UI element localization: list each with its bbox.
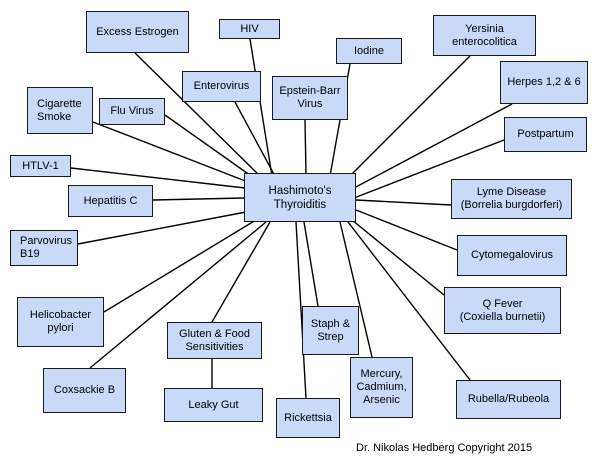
- node-postpartum: Postpartum: [504, 117, 587, 152]
- connector-mercury: [339, 221, 373, 358]
- node-lyme-disease: Lyme Disease (Borrelia burgdorferi): [451, 179, 572, 219]
- node-parvovirus: Parvovirus B19: [10, 230, 78, 266]
- connector-staph-strep: [303, 221, 319, 307]
- connector-cigarette-smoke: [92, 121, 249, 183]
- node-rubella: Rubella/Rubeola: [456, 380, 561, 419]
- connector-parvovirus: [77, 211, 247, 245]
- connector-lyme-disease: [355, 199, 452, 206]
- connector-cytomegalovirus: [355, 209, 458, 251]
- node-rickettsia: Rickettsia: [276, 398, 340, 438]
- connector-rubella: [347, 221, 471, 381]
- node-hepatitis-c: Hepatitis C: [68, 185, 153, 217]
- node-staph-strep: Staph & Strep: [302, 306, 359, 355]
- node-yersinia: Yersinia enterocolitica: [433, 15, 536, 56]
- node-iodine: Iodine: [336, 38, 402, 64]
- connector-flu-virus: [164, 114, 255, 179]
- connector-q-fever: [351, 219, 445, 296]
- copyright-credit: Dr. Nikolas Hedberg Copyright 2015: [356, 442, 533, 454]
- node-htlv-1: HTLV-1: [10, 155, 71, 177]
- node-hiv: HIV: [219, 19, 280, 39]
- node-enterovirus: Enterovirus: [182, 71, 261, 102]
- connector-excess-estrogen: [134, 52, 263, 179]
- node-flu-virus: Flu Virus: [99, 98, 165, 125]
- connector-gluten: [211, 221, 271, 323]
- connector-rickettsia: [295, 221, 307, 399]
- center-node: Hashimoto's Thyroiditis: [244, 173, 356, 222]
- connector-coxsackie: [89, 221, 267, 369]
- node-mercury: Mercury, Cadmium, Arsenic: [350, 357, 413, 418]
- connector-hepatitis-c: [152, 197, 245, 201]
- node-q-fever: Q Fever (Coxiella burnetii): [444, 287, 561, 334]
- node-gluten: Gluten & Food Sensitivities: [167, 322, 262, 359]
- node-herpes: Herpes 1,2 & 6: [500, 61, 588, 104]
- node-excess-estrogen: Excess Estrogen: [86, 11, 189, 53]
- node-coxsackie: Coxsackie B: [43, 368, 126, 413]
- connector-helicobacter: [103, 219, 257, 313]
- connector-yersinia: [347, 55, 471, 179]
- connector-htlv-1: [70, 167, 246, 189]
- node-cytomegalovirus: Cytomegalovirus: [457, 235, 567, 276]
- node-cigarette-smoke: Cigarette Smoke: [27, 87, 93, 134]
- connector-hiv: [249, 38, 273, 177]
- connector-postpartum: [353, 139, 505, 199]
- node-helicobacter: Helicobacter pylori: [17, 297, 104, 347]
- node-leaky-gut: Leaky Gut: [164, 388, 263, 422]
- connector-epstein-barr: [304, 119, 307, 175]
- connector-enterovirus: [234, 101, 277, 179]
- node-epstein-barr: Epstein-Barr Virus: [272, 76, 348, 120]
- connector-herpes: [353, 103, 513, 189]
